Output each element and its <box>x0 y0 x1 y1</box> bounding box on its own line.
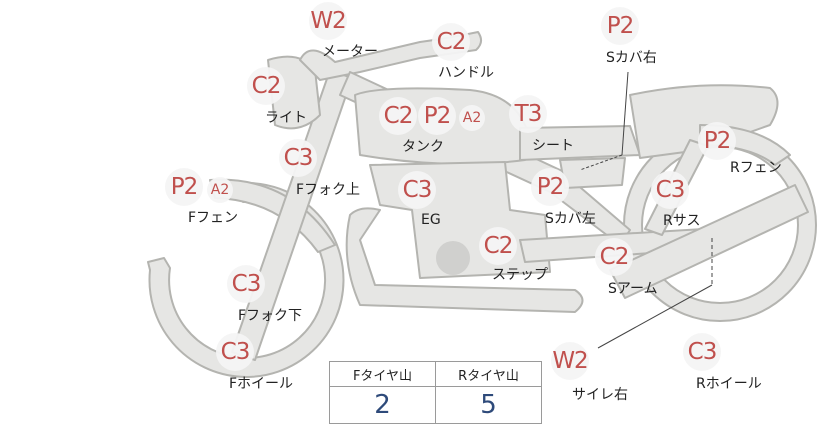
grade-badge-s-cover-r: P2 <box>601 7 639 45</box>
label-seat: シート <box>532 138 574 154</box>
grade-badge-f-wheel: C3 <box>216 333 254 371</box>
label-silencer-r: サイレ右 <box>572 387 628 403</box>
label-handle: ハンドル <box>438 65 494 81</box>
label-f-fender: Fフェン <box>188 210 239 226</box>
label-meter: メーター <box>322 44 378 60</box>
front-fender-shape <box>209 178 336 253</box>
header-rear-tire-tread: Rタイヤ山 <box>435 361 542 387</box>
grade-badge-r-sus: C3 <box>651 171 689 209</box>
side-cover-shape <box>559 157 626 189</box>
rear-cowl-shape <box>629 84 779 159</box>
label-light: ライト <box>265 110 307 126</box>
grade-badge-r-wheel: C3 <box>683 333 721 371</box>
leader-line-s-cover-r <box>621 71 629 156</box>
label-r-sus: Rサス <box>663 213 701 229</box>
label-f-fork-lower: Fフォク下 <box>238 308 303 324</box>
grade-badge-silencer-r: W2 <box>551 342 589 380</box>
label-f-fork-upper: Fフォク上 <box>296 182 361 198</box>
grade-badge-s-cover-l: P2 <box>531 168 569 206</box>
grade-badge-engine: C3 <box>398 171 436 209</box>
label-tank: タンク <box>402 139 444 155</box>
grade-badge-f-fork-upper: C3 <box>279 139 317 177</box>
label-step: ステップ <box>492 267 548 283</box>
grade-badge-meter: W2 <box>309 2 347 40</box>
label-r-fender: Rフェン <box>730 160 782 176</box>
header-front-tire-tread: Fタイヤ山 <box>329 361 436 387</box>
label-s-arm: Sアーム <box>608 281 658 297</box>
grade-badge-s-arm: C2 <box>595 238 633 276</box>
label-s-cover-l: Sカバ左 <box>545 211 596 227</box>
label-f-wheel: Fホイール <box>229 376 294 392</box>
tread-table-header-row: Fタイヤ山 Rタイヤ山 <box>329 361 542 387</box>
grade-badge-tank-1: C2 <box>379 97 417 135</box>
value-front-tire-tread: 2 <box>329 386 436 424</box>
tread-table-value-row: 2 5 <box>329 386 542 424</box>
engine-cover-circle <box>436 241 470 275</box>
exhaust-shape <box>345 207 584 313</box>
grade-badge-step: C2 <box>479 227 517 265</box>
grade-badge-seat: T3 <box>509 95 547 133</box>
grade-badge-tank-2: P2 <box>418 97 456 135</box>
muffler-shape <box>609 184 809 299</box>
front-tire-shape <box>147 181 345 378</box>
grade-badge-tank-3: A2 <box>459 105 485 131</box>
grade-badge-f-fender-2: A2 <box>207 177 233 203</box>
label-s-cover-r: Sカバ右 <box>606 50 657 66</box>
leader-line-silencer <box>597 284 713 349</box>
tire-tread-table: Fタイヤ山 Rタイヤ山 2 5 <box>329 361 542 424</box>
grade-badge-r-fender: P2 <box>698 122 736 160</box>
grade-badge-light: C2 <box>247 67 285 105</box>
leader-line-s-cover-r-2 <box>579 154 623 171</box>
value-rear-tire-tread: 5 <box>435 386 542 424</box>
grade-badge-f-fender-1: P2 <box>165 168 203 206</box>
label-r-wheel: Rホイール <box>696 376 762 392</box>
grade-badge-f-fork-lower: C3 <box>227 265 265 303</box>
grade-badge-handle: C2 <box>432 23 470 61</box>
label-engine: EG <box>421 212 441 228</box>
